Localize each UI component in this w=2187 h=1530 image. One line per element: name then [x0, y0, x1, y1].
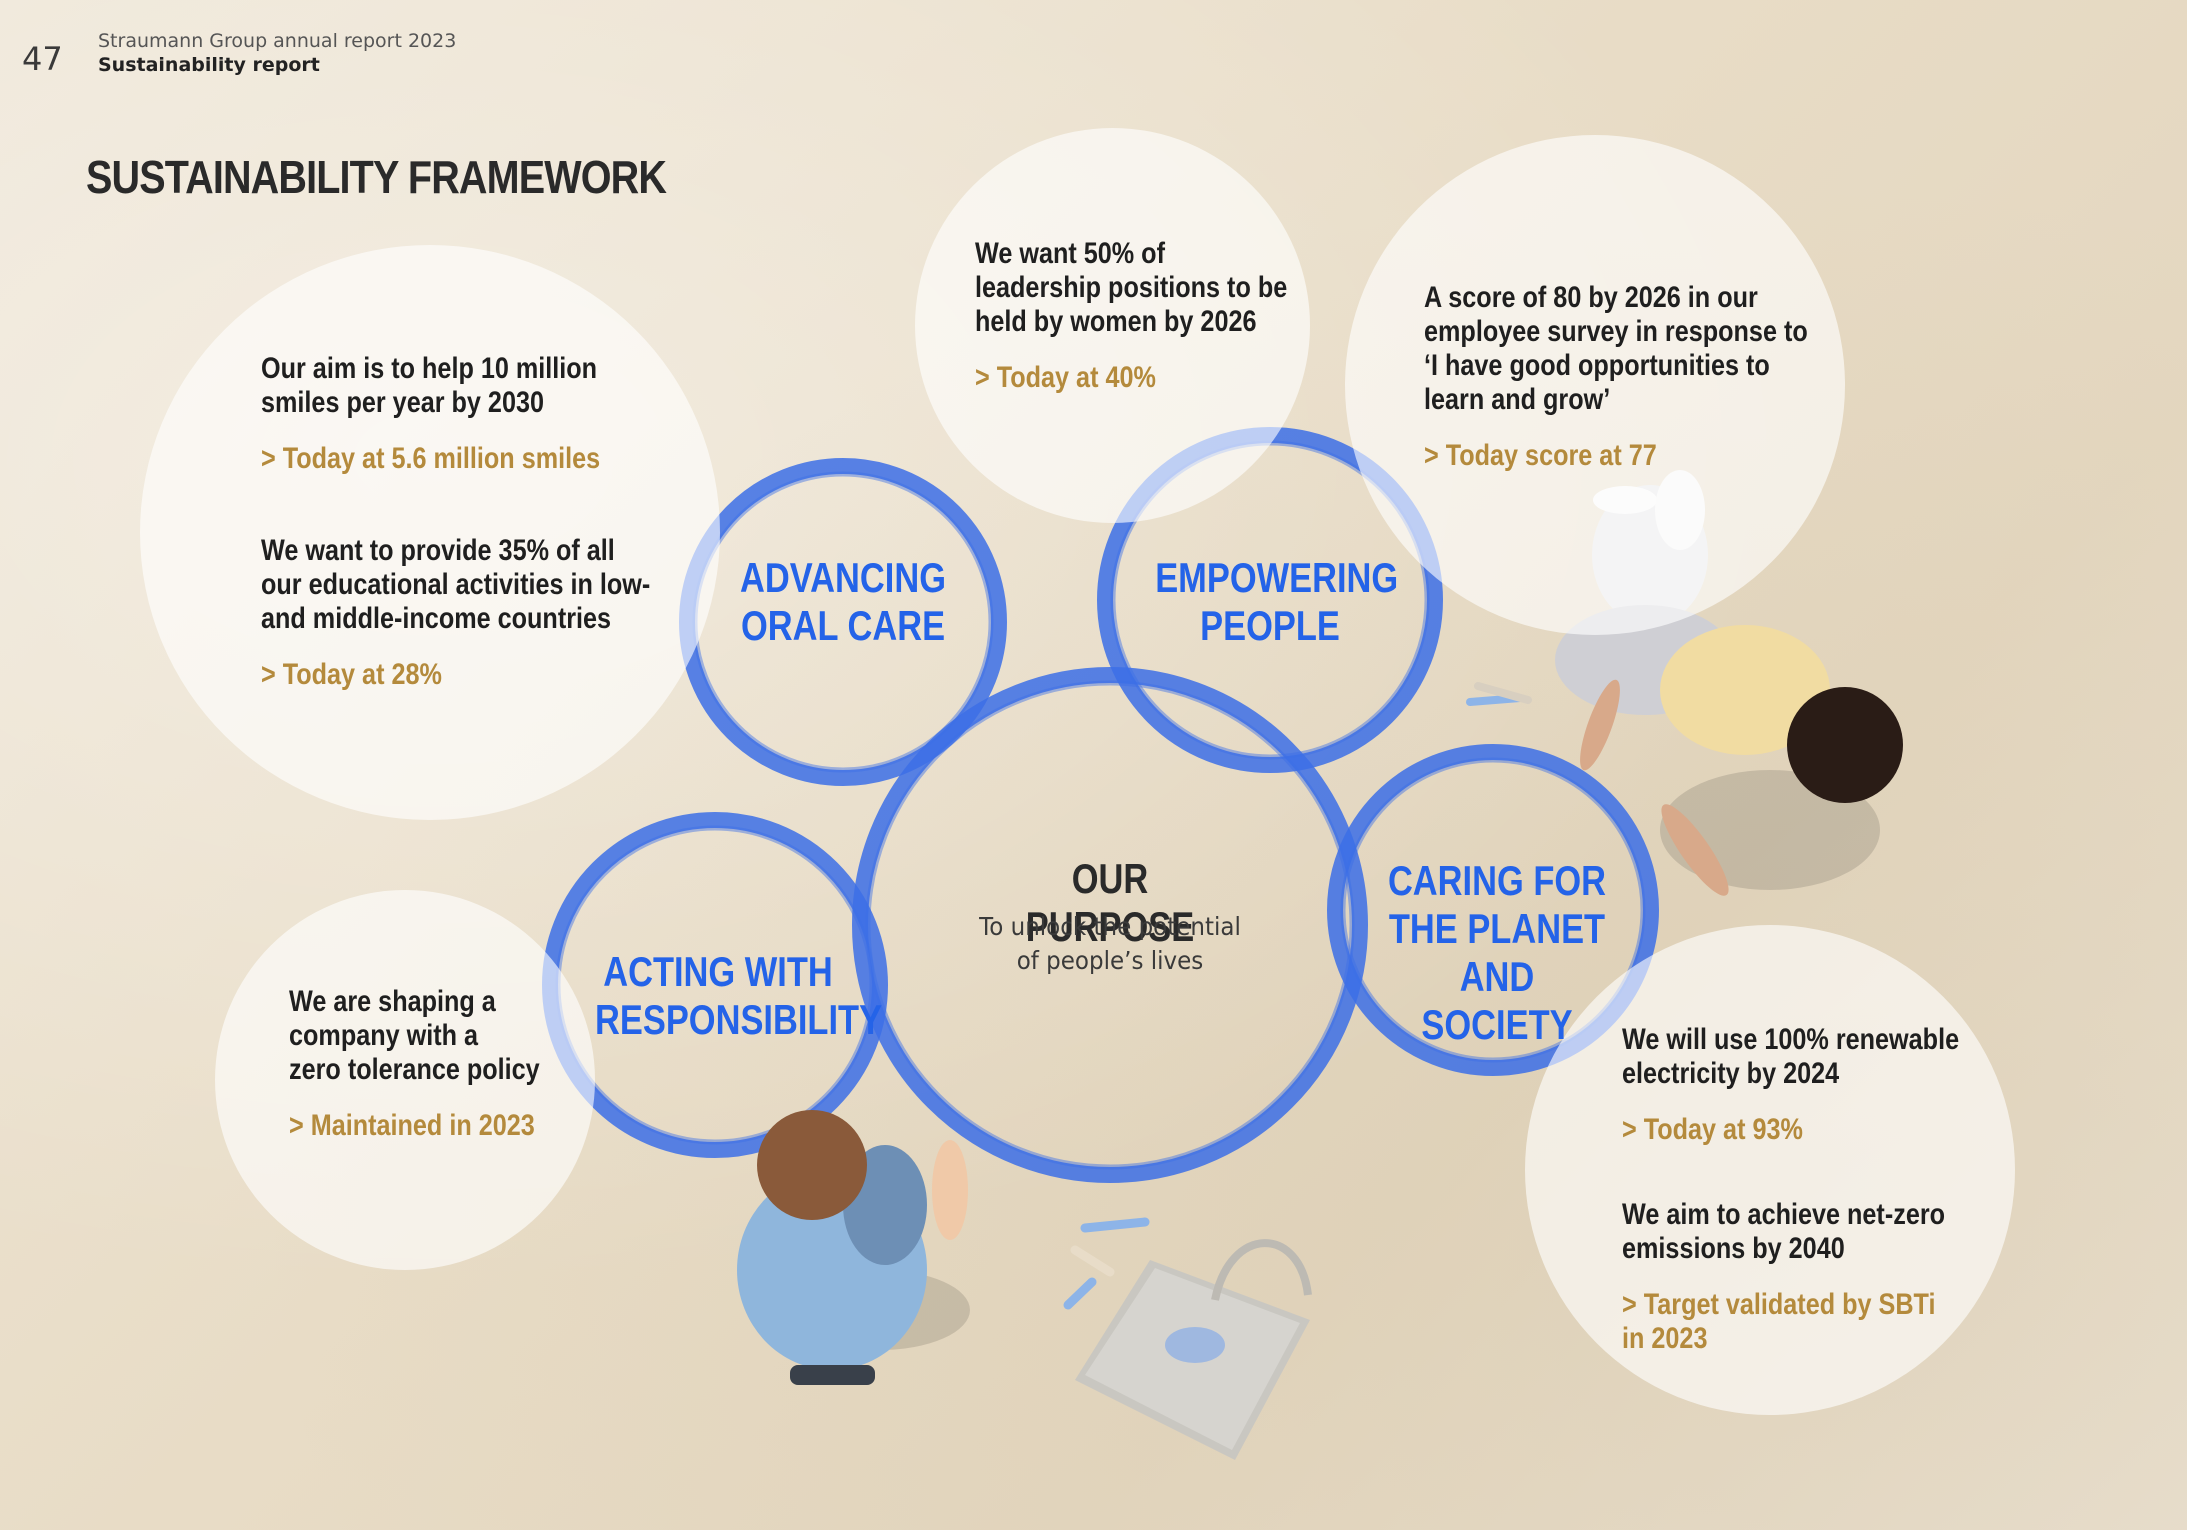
report-title: Straumann Group annual report 2023 [98, 30, 457, 52]
chalk-circle-caring [1327, 744, 1659, 1076]
target-disc-survey [1345, 135, 1845, 635]
target-survey: A score of 80 by 2026 in our employee su… [1424, 281, 1881, 473]
target-goal: We aim to achieve net-zero emissions by … [1622, 1198, 1946, 1265]
target-status: > Today at 40% [975, 361, 1156, 394]
target-education: We want to provide 35% of all our educat… [261, 534, 724, 692]
target-goal: We want to provide 35% of all our educat… [261, 534, 651, 635]
target-compliance: We are shaping a company with a zero tol… [289, 985, 587, 1143]
target-status: > Today at 28% [261, 658, 442, 691]
target-disc-compliance [215, 890, 595, 1270]
target-disc-oral-care [140, 245, 720, 820]
target-goal: We are shaping a company with a zero tol… [289, 985, 540, 1086]
target-status: > Today at 5.6 million smiles [261, 442, 601, 475]
target-disc-planet [1525, 925, 2015, 1415]
target-status: > Today at 93% [1622, 1113, 1803, 1146]
target-goal: A score of 80 by 2026 in our employee su… [1424, 281, 1808, 416]
target-status: > Target validated by SBTi in 2023 [1622, 1288, 1936, 1355]
section-title: Sustainability report [98, 54, 320, 76]
pillar-caring-for-planet: CARING FOR THE PLANET AND SOCIETY [1387, 857, 1607, 1048]
page-title: SUSTAINABILITY FRAMEWORK [86, 151, 667, 203]
purpose-title: OUR PURPOSE [1025, 855, 1195, 950]
tote-bag [1075, 1239, 1312, 1460]
pillar-empowering-people: EMPOWERING PEOPLE [1155, 554, 1399, 649]
pillar-acting-with-responsibility: ACTING WITH RESPONSIBILITY [595, 948, 883, 1043]
target-goal: Our aim is to help 10 million smiles per… [261, 352, 598, 419]
pillar-advancing-oral-care: ADVANCING ORAL CARE [739, 554, 946, 649]
page-number: 47 [22, 40, 63, 78]
target-smiles: Our aim is to help 10 million smiles per… [261, 352, 665, 476]
target-disc-leadership [915, 128, 1310, 523]
target-renewable: We will use 100% renewable electricity b… [1622, 1023, 2023, 1147]
chalk-circle-purpose [852, 667, 1368, 1183]
target-goal: We want 50% of leadership positions to b… [975, 237, 1288, 338]
purpose-statement: To unlock the potential of people’s live… [979, 912, 1241, 975]
target-netzero: We aim to achieve net-zero emissions by … [1622, 1198, 2007, 1356]
target-leadership: We want 50% of leadership positions to b… [975, 237, 1347, 395]
target-goal: We will use 100% renewable electricity b… [1622, 1023, 1960, 1090]
child-boy [737, 1110, 970, 1385]
target-status: > Maintained in 2023 [289, 1109, 535, 1142]
target-status: > Today score at 77 [1424, 439, 1657, 472]
